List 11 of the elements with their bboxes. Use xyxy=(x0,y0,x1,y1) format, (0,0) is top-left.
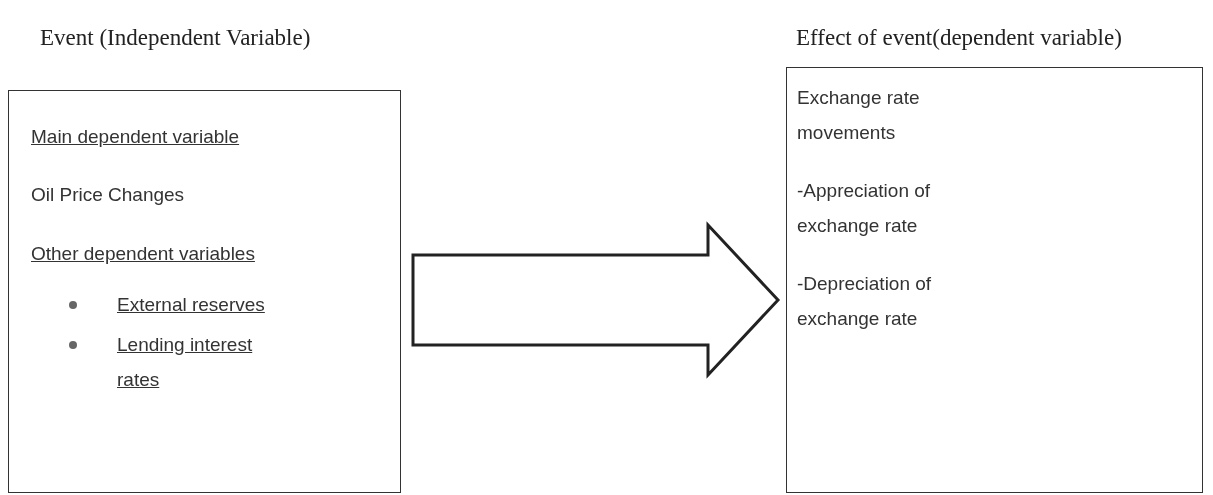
box-text: Oil Price Changes xyxy=(31,183,185,207)
block-arrow xyxy=(411,221,781,379)
bullet-item-text: Lending interest rates xyxy=(117,333,254,392)
section-heading: Main dependent variable xyxy=(31,125,240,149)
box-text: -Appreciation of exchange rate xyxy=(797,179,932,238)
column-heading: Event (Independent Variable) xyxy=(40,25,311,51)
column-heading: Effect of event(dependent variable) xyxy=(796,25,1122,51)
bullet-item-text: External reserves xyxy=(117,293,266,317)
box-text: -Depreciation of exchange rate xyxy=(797,272,933,331)
box-text: Exchange rate movements xyxy=(797,86,921,145)
section-heading: Other dependent variables xyxy=(31,242,255,266)
